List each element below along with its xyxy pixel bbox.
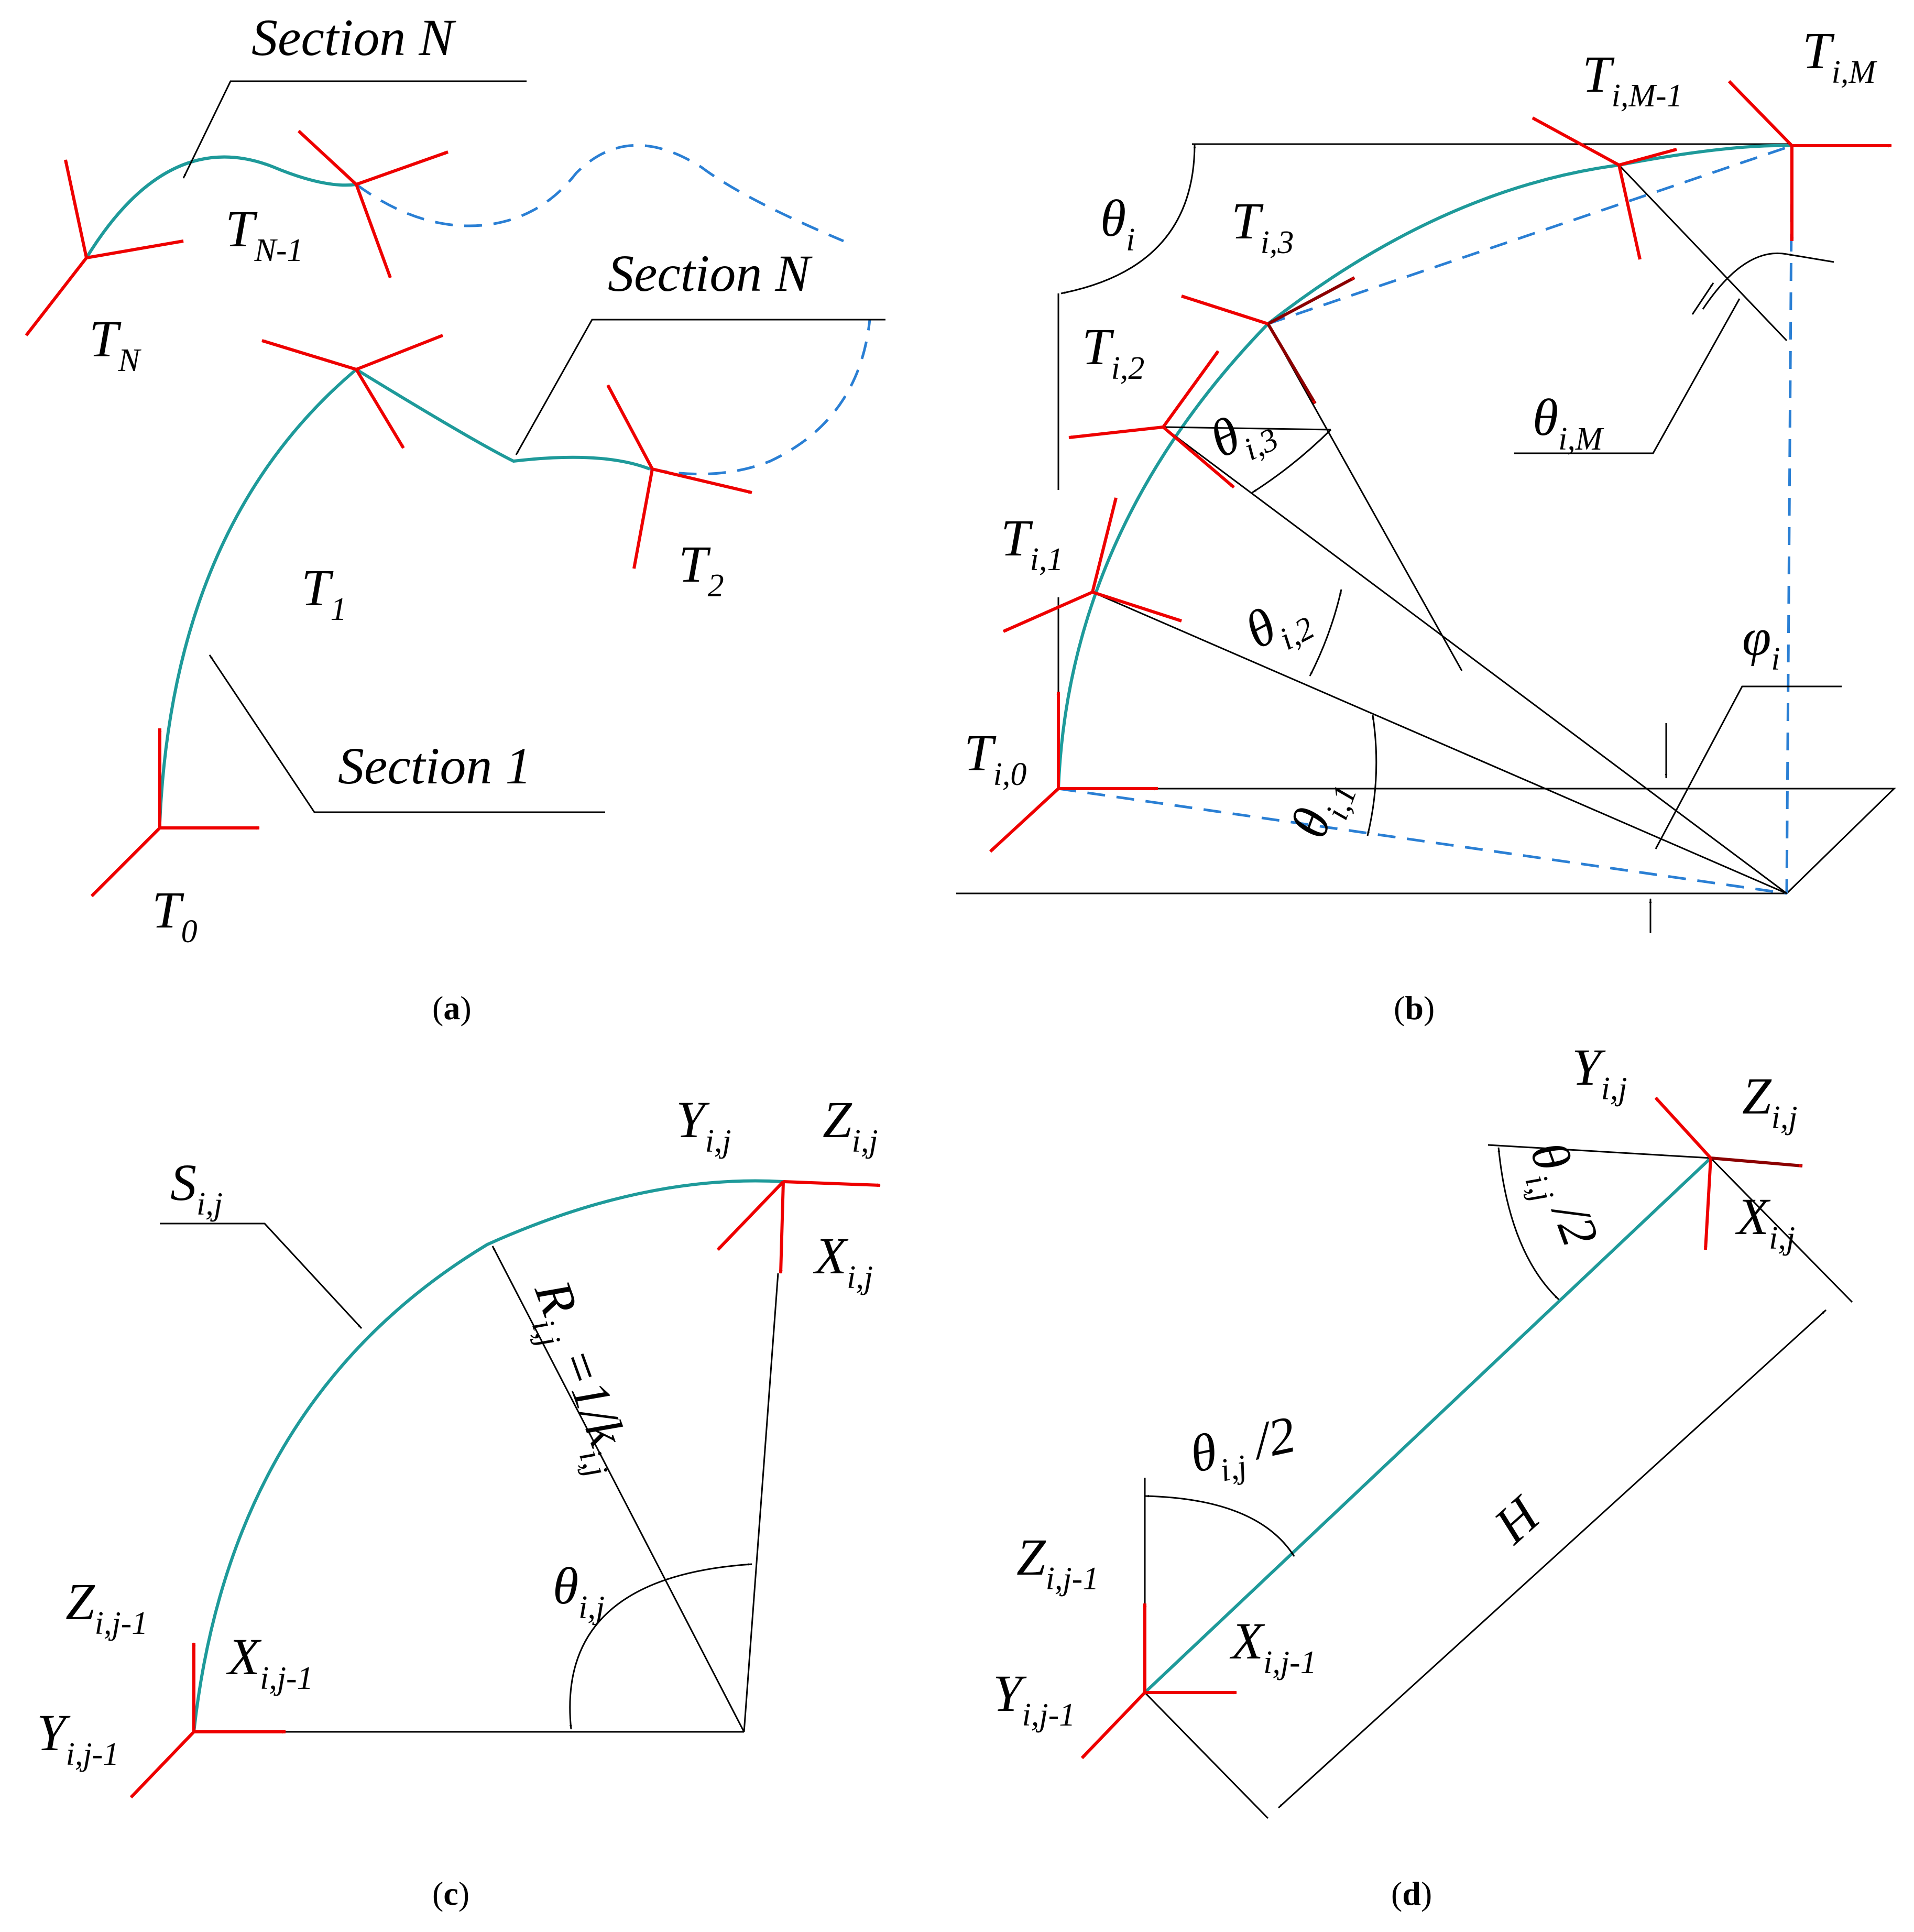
label-ti1: Ti,1 [1001, 509, 1063, 577]
dashed-chord-bottom [1058, 787, 1787, 895]
radial-1 [1092, 591, 1787, 894]
dashed-chord-top [1267, 144, 1792, 325]
label-theta-i2: θi,2 [1235, 581, 1320, 669]
frame-t1-icon [261, 334, 444, 449]
start-extension-d [1144, 1691, 1269, 1819]
chord-h [1143, 1156, 1712, 1694]
label-x-ij: Xi,j [813, 1227, 873, 1295]
label-d-z-ij: Zi,j [1742, 1067, 1798, 1136]
base-plane [956, 788, 1896, 894]
label-theta-i: θi [1100, 189, 1135, 258]
caption-d: (d) [1391, 1875, 1432, 1912]
main-arc-b [1057, 144, 1792, 789]
label-t0: T0 [152, 881, 198, 949]
caption-a: (a) [432, 989, 472, 1027]
label-ti0: Ti,0 [964, 724, 1026, 792]
panel-c: Si,j Ri,j =1/ki,j θi,j Yi,j Zi,j Xi,j Zi… [37, 1090, 881, 1912]
label-z-ij-1: Zi,j-1 [65, 1573, 148, 1641]
radius-line [491, 1246, 745, 1732]
label-tn: TN [89, 310, 142, 378]
label-ti2: Ti,2 [1082, 318, 1144, 386]
label-t1: T1 [301, 559, 347, 627]
dim-theta-im-arrow2 [1691, 282, 1714, 315]
label-d-z-ij-1: Zi,j-1 [1016, 1528, 1099, 1597]
tick-line [1163, 426, 1331, 431]
label-t2: T2 [679, 535, 724, 604]
frame-t2-icon [606, 384, 752, 569]
dim-h [1277, 1309, 1827, 1809]
label-d-x-ij: Xi,j [1735, 1187, 1795, 1256]
dim-theta-i [1060, 144, 1196, 294]
label-ti3: Ti,3 [1231, 192, 1294, 260]
frame-tim-1-icon [1532, 116, 1677, 260]
label-section-n-mid: Section N [608, 244, 813, 302]
caption-c: (c) [432, 1875, 469, 1912]
panel-b: Ti,M-1 Ti,M Ti,3 Ti,2 Ti,1 Ti,0 θi θi,M … [956, 21, 1896, 1027]
leader-theta-im [1514, 298, 1741, 454]
label-s-ij: Si,j [170, 1153, 223, 1222]
dashed-continuation-mid [649, 319, 871, 476]
dashed-vertical [1785, 145, 1793, 894]
label-y-ij: Yi,j [676, 1090, 731, 1159]
dim-theta-ij [569, 1563, 752, 1730]
radial-2 [1163, 426, 1787, 894]
label-phi-i: φi [1742, 608, 1780, 677]
frame-ti3-icon [1181, 276, 1355, 405]
leader-section-n-mid [515, 319, 885, 455]
dim-half-angle-top [1497, 1147, 1560, 1301]
frame-c-end-icon [716, 1180, 881, 1274]
label-section-n-top: Section N [251, 8, 456, 67]
label-theta-i1: θi,1 [1279, 770, 1364, 849]
frame-c-start-icon [129, 1642, 286, 1799]
dim-half-angle-bottom [1144, 1494, 1295, 1557]
dashed-continuation-top [355, 144, 844, 243]
label-half-angle-bottom: θi,j /2 [1185, 1405, 1303, 1494]
frame-ti0-icon [989, 691, 1158, 853]
leader-phi [1655, 685, 1842, 849]
label-z-ij: Zi,j [823, 1090, 878, 1159]
label-section-1: Section 1 [338, 737, 531, 795]
label-d-x-ij-1: Xi,j-1 [1229, 1612, 1317, 1680]
end-radius-line [743, 1273, 779, 1732]
frame-tn-icon [25, 159, 184, 336]
arc-s-ij [192, 1179, 784, 1732]
label-half-angle-top: θi,j /2 [1510, 1134, 1610, 1258]
dim-theta-i3 [1252, 429, 1332, 494]
caption-b: (b) [1394, 989, 1435, 1027]
frame-d-end-icon [1654, 1096, 1803, 1250]
frame-ti2-icon [1068, 350, 1235, 489]
dim-theta-im-arc [1702, 252, 1787, 310]
section-arcs-middle [158, 367, 651, 823]
end-extension-d [1710, 1157, 1853, 1303]
label-theta-ij: θi,j [553, 1557, 605, 1625]
panel-d: Yi,j Zi,j Xi,j Zi,j-1 Xi,j-1 Yi,j-1 θi,j… [993, 1038, 1853, 1912]
panel-a: Section N Section N Section 1 TN TN-1 T1… [25, 8, 885, 1027]
radial-3 [1267, 323, 1463, 671]
label-d-y-ij: Yi,j [1572, 1038, 1627, 1107]
frame-d-start-icon [1080, 1603, 1237, 1760]
dim-theta-i2 [1309, 589, 1342, 676]
dim-theta-i1 [1366, 715, 1377, 836]
frame-t0-icon [90, 728, 260, 898]
frame-tim-icon [1727, 80, 1892, 242]
frame-tn-1-icon [297, 129, 449, 279]
label-y-ij-1: Yi,j-1 [37, 1704, 119, 1772]
frame-ti1-icon [1002, 497, 1182, 633]
label-tim: Ti,M [1802, 21, 1877, 90]
leader-section-1 [209, 654, 605, 813]
label-d-y-ij-1: Yi,j-1 [993, 1664, 1075, 1733]
label-h: H [1482, 1484, 1552, 1555]
label-radius: Ri,j =1/ki,j [513, 1273, 646, 1482]
radial-m [1618, 164, 1788, 342]
leader-section-n-top [182, 80, 527, 179]
dim-theta-im-arrow [1786, 253, 1834, 263]
section-n-arc-top [85, 155, 357, 259]
label-x-ij-1: Xi,j-1 [226, 1628, 313, 1696]
label-theta-im: θi,M [1533, 388, 1604, 457]
leader-s-ij [160, 1222, 363, 1329]
label-tn-1: TN-1 [225, 200, 303, 268]
label-tim-1: Ti,M-1 [1582, 45, 1683, 114]
